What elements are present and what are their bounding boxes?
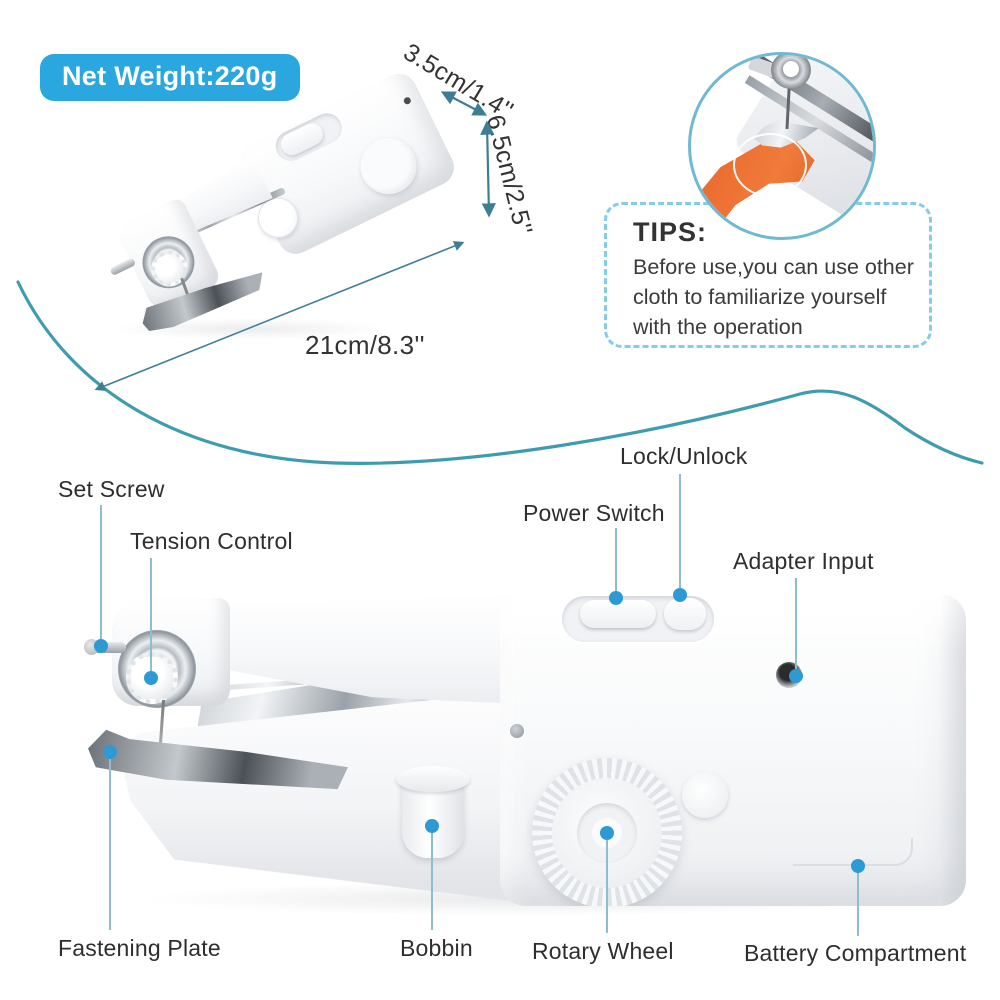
battery-door-seam	[793, 838, 913, 866]
label-bobbin: Bobbin	[400, 935, 473, 961]
tips-line-2: cloth to familiarize yourself	[633, 285, 887, 309]
label-power-switch: Power Switch	[523, 500, 665, 526]
set-screw-cap	[84, 639, 99, 655]
lock-unlock-button	[664, 598, 706, 630]
label-rotary-wheel: Rotary Wheel	[532, 938, 674, 964]
label-fastening-plate: Fastening Plate	[58, 935, 221, 961]
tips-title: TIPS:	[633, 217, 708, 247]
box-screw	[510, 724, 524, 738]
label-set-screw: Set Screw	[58, 476, 165, 502]
bobbin-cap	[396, 766, 470, 792]
label-adapter-input: Adapter Input	[733, 548, 874, 574]
label-tension-control: Tension Control	[130, 528, 293, 554]
tips-line-3: with the operation	[633, 315, 803, 339]
closeup-thread-loop	[733, 133, 807, 197]
box-side-shade	[940, 594, 966, 906]
power-switch-button	[580, 600, 656, 628]
needle-closeup-circle	[688, 52, 876, 240]
battery-compartment-body	[500, 594, 966, 906]
adapter-input-jack	[776, 662, 802, 688]
closeup-spool-cap	[783, 61, 799, 77]
tension-control-knob	[126, 652, 178, 704]
tips-line-1: Before use,you can use other	[633, 255, 914, 279]
net-weight-badge: Net Weight:220g	[40, 54, 300, 101]
label-battery-compartment: Battery Compartment	[744, 940, 967, 966]
rotary-wheel-hub	[592, 818, 622, 848]
box-round-button	[682, 772, 728, 818]
